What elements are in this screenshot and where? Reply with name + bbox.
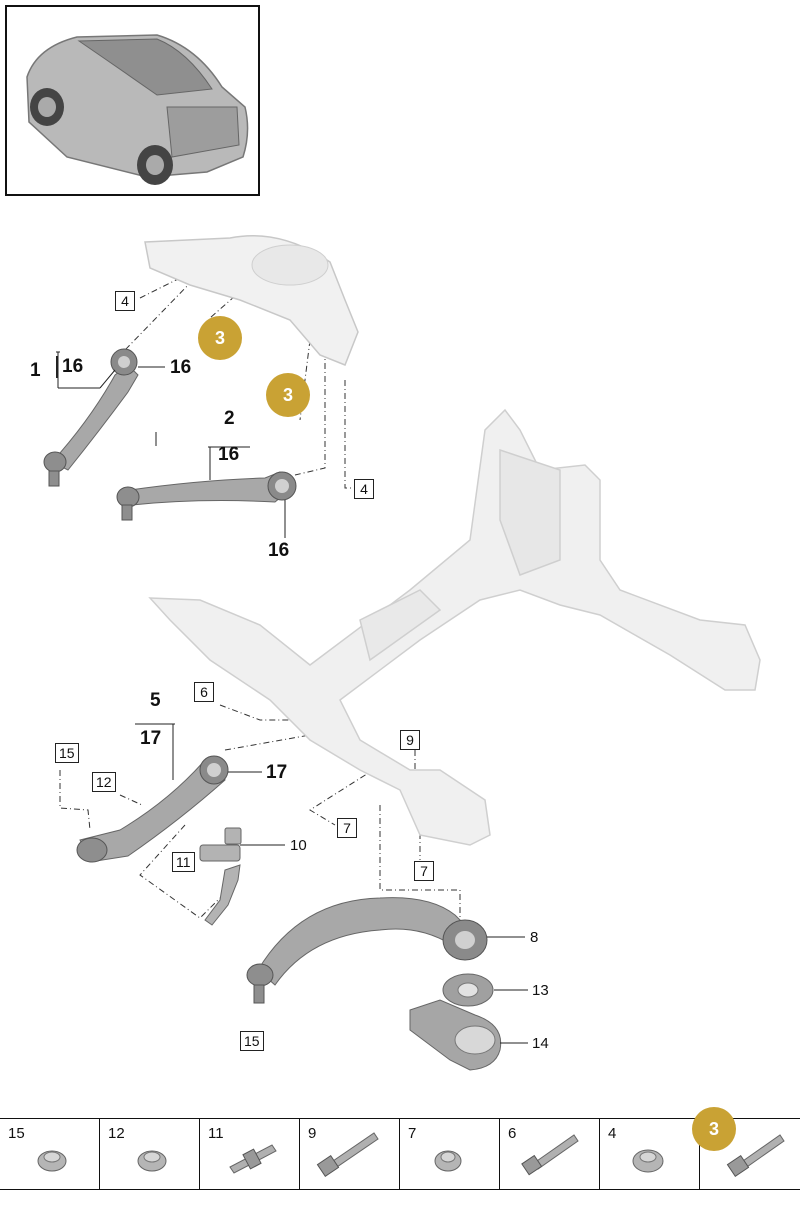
- callout-6: 6: [194, 682, 214, 702]
- callout-8: 8: [530, 929, 539, 946]
- nut-icon: [434, 1150, 462, 1172]
- exploded-diagram: [43, 235, 761, 1071]
- car-illustration: [26, 34, 249, 185]
- part-cell-12[interactable]: 12: [100, 1119, 200, 1189]
- part-number: 7: [408, 1125, 417, 1142]
- part-cell-3[interactable]: 3: [692, 1107, 800, 1189]
- bolt-icon: [521, 1134, 579, 1176]
- lower-link-5: [76, 755, 229, 863]
- part-cell-9[interactable]: 9: [300, 1119, 400, 1189]
- callout-7-left: 7: [337, 818, 357, 838]
- part-number: 6: [508, 1125, 517, 1142]
- subframe: [148, 408, 761, 846]
- carrier-bracket: [144, 235, 359, 366]
- callout-2: 2: [224, 408, 235, 429]
- callout-12: 12: [92, 772, 116, 792]
- callout-9: 9: [400, 730, 420, 750]
- callout-4-lower: 4: [354, 479, 374, 499]
- part-number: 11: [208, 1125, 224, 1142]
- callout-1: 1: [30, 360, 41, 381]
- callout-11: 11: [172, 852, 195, 872]
- badge-3-upper: 3: [198, 316, 242, 360]
- badge-3-strip: 3: [692, 1107, 736, 1151]
- parts-strip: 15 12 11 9 7 6 4: [0, 1107, 800, 1190]
- vehicle-thumbnail: [5, 5, 260, 196]
- callout-5: 5: [150, 690, 161, 711]
- bracket-14: [409, 999, 502, 1071]
- upper-control-arm-2: [116, 471, 297, 521]
- callout-15-upper: 15: [55, 743, 79, 763]
- lower-control-arm-8: [246, 897, 488, 1004]
- part-cell-11[interactable]: 11: [200, 1119, 300, 1189]
- callout-16-left: 16: [56, 356, 83, 378]
- callout-16-arm2-top: 16: [218, 444, 240, 465]
- badge-3-lower: 3: [266, 373, 310, 417]
- upper-control-arm-1: [43, 348, 139, 487]
- callout-10: 10: [290, 837, 307, 854]
- nut-icon: [137, 1150, 167, 1172]
- callout-17-right: 17: [266, 762, 288, 783]
- part-cell-7[interactable]: 7: [400, 1119, 500, 1189]
- callout-7-right: 7: [414, 861, 434, 881]
- part-cell-4[interactable]: 4: [600, 1119, 700, 1189]
- callout-13: 13: [532, 982, 549, 999]
- callout-14: 14: [532, 1035, 549, 1052]
- part-number: 15: [8, 1125, 25, 1142]
- bolt-icon: [316, 1132, 379, 1177]
- bolt-icon: [726, 1134, 785, 1177]
- callout-16-arm1: 16: [170, 357, 192, 378]
- callout-15-lower: 15: [240, 1031, 264, 1051]
- nut-icon: [37, 1150, 67, 1172]
- part-cell-15[interactable]: 15: [0, 1119, 100, 1189]
- callout-17-top: 17: [140, 728, 162, 749]
- part-number: 4: [608, 1125, 617, 1142]
- callout-4-upper: 4: [115, 291, 135, 311]
- stud-icon: [229, 1144, 277, 1174]
- callout-16-arm2-bottom: 16: [268, 540, 290, 561]
- part-cell-6[interactable]: 6: [500, 1119, 600, 1189]
- part-number: 12: [108, 1125, 125, 1142]
- bushing-13: [442, 973, 494, 1007]
- level-sensor: [199, 827, 242, 926]
- nut-icon: [632, 1149, 664, 1173]
- part-number: 9: [308, 1125, 317, 1142]
